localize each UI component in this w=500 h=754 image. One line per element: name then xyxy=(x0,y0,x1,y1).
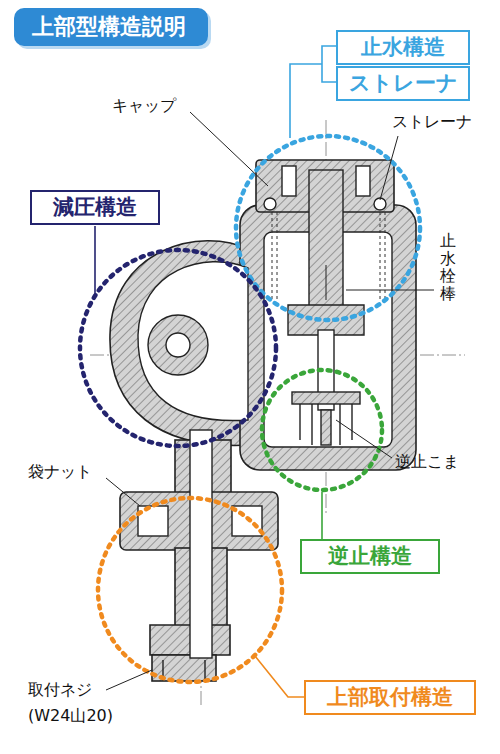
callout-box: 止水構造 xyxy=(336,30,470,65)
callout-text: 上部取付構造 xyxy=(316,685,464,710)
valve-cavity xyxy=(138,232,392,681)
part-label: (W24山20) xyxy=(28,706,113,725)
callout-box: 上部取付構造 xyxy=(304,680,476,715)
title-banner: 上部型構造説明 xyxy=(14,8,208,46)
valve-body xyxy=(110,160,416,681)
part-label: 袋ナット xyxy=(28,462,92,481)
callout-box: ストレーナ xyxy=(336,66,470,101)
check-disc xyxy=(292,330,360,445)
callout-text: 逆止構造 xyxy=(312,544,428,569)
part-label: ストレーナ xyxy=(392,112,472,131)
part-label: キャップ xyxy=(112,96,176,115)
part-label: 逆止こま xyxy=(395,452,459,471)
part-label: 取付ネジ xyxy=(28,680,92,699)
callout-text: ストレーナ xyxy=(348,71,458,96)
part-label: 止水栓棒 xyxy=(440,232,456,302)
callout-line xyxy=(95,46,336,697)
callout-box: 逆止構造 xyxy=(300,539,440,574)
callout-text: 減圧構造 xyxy=(42,195,148,220)
callout-box: 減圧構造 xyxy=(30,190,160,225)
callout-text: 止水構造 xyxy=(348,35,458,60)
